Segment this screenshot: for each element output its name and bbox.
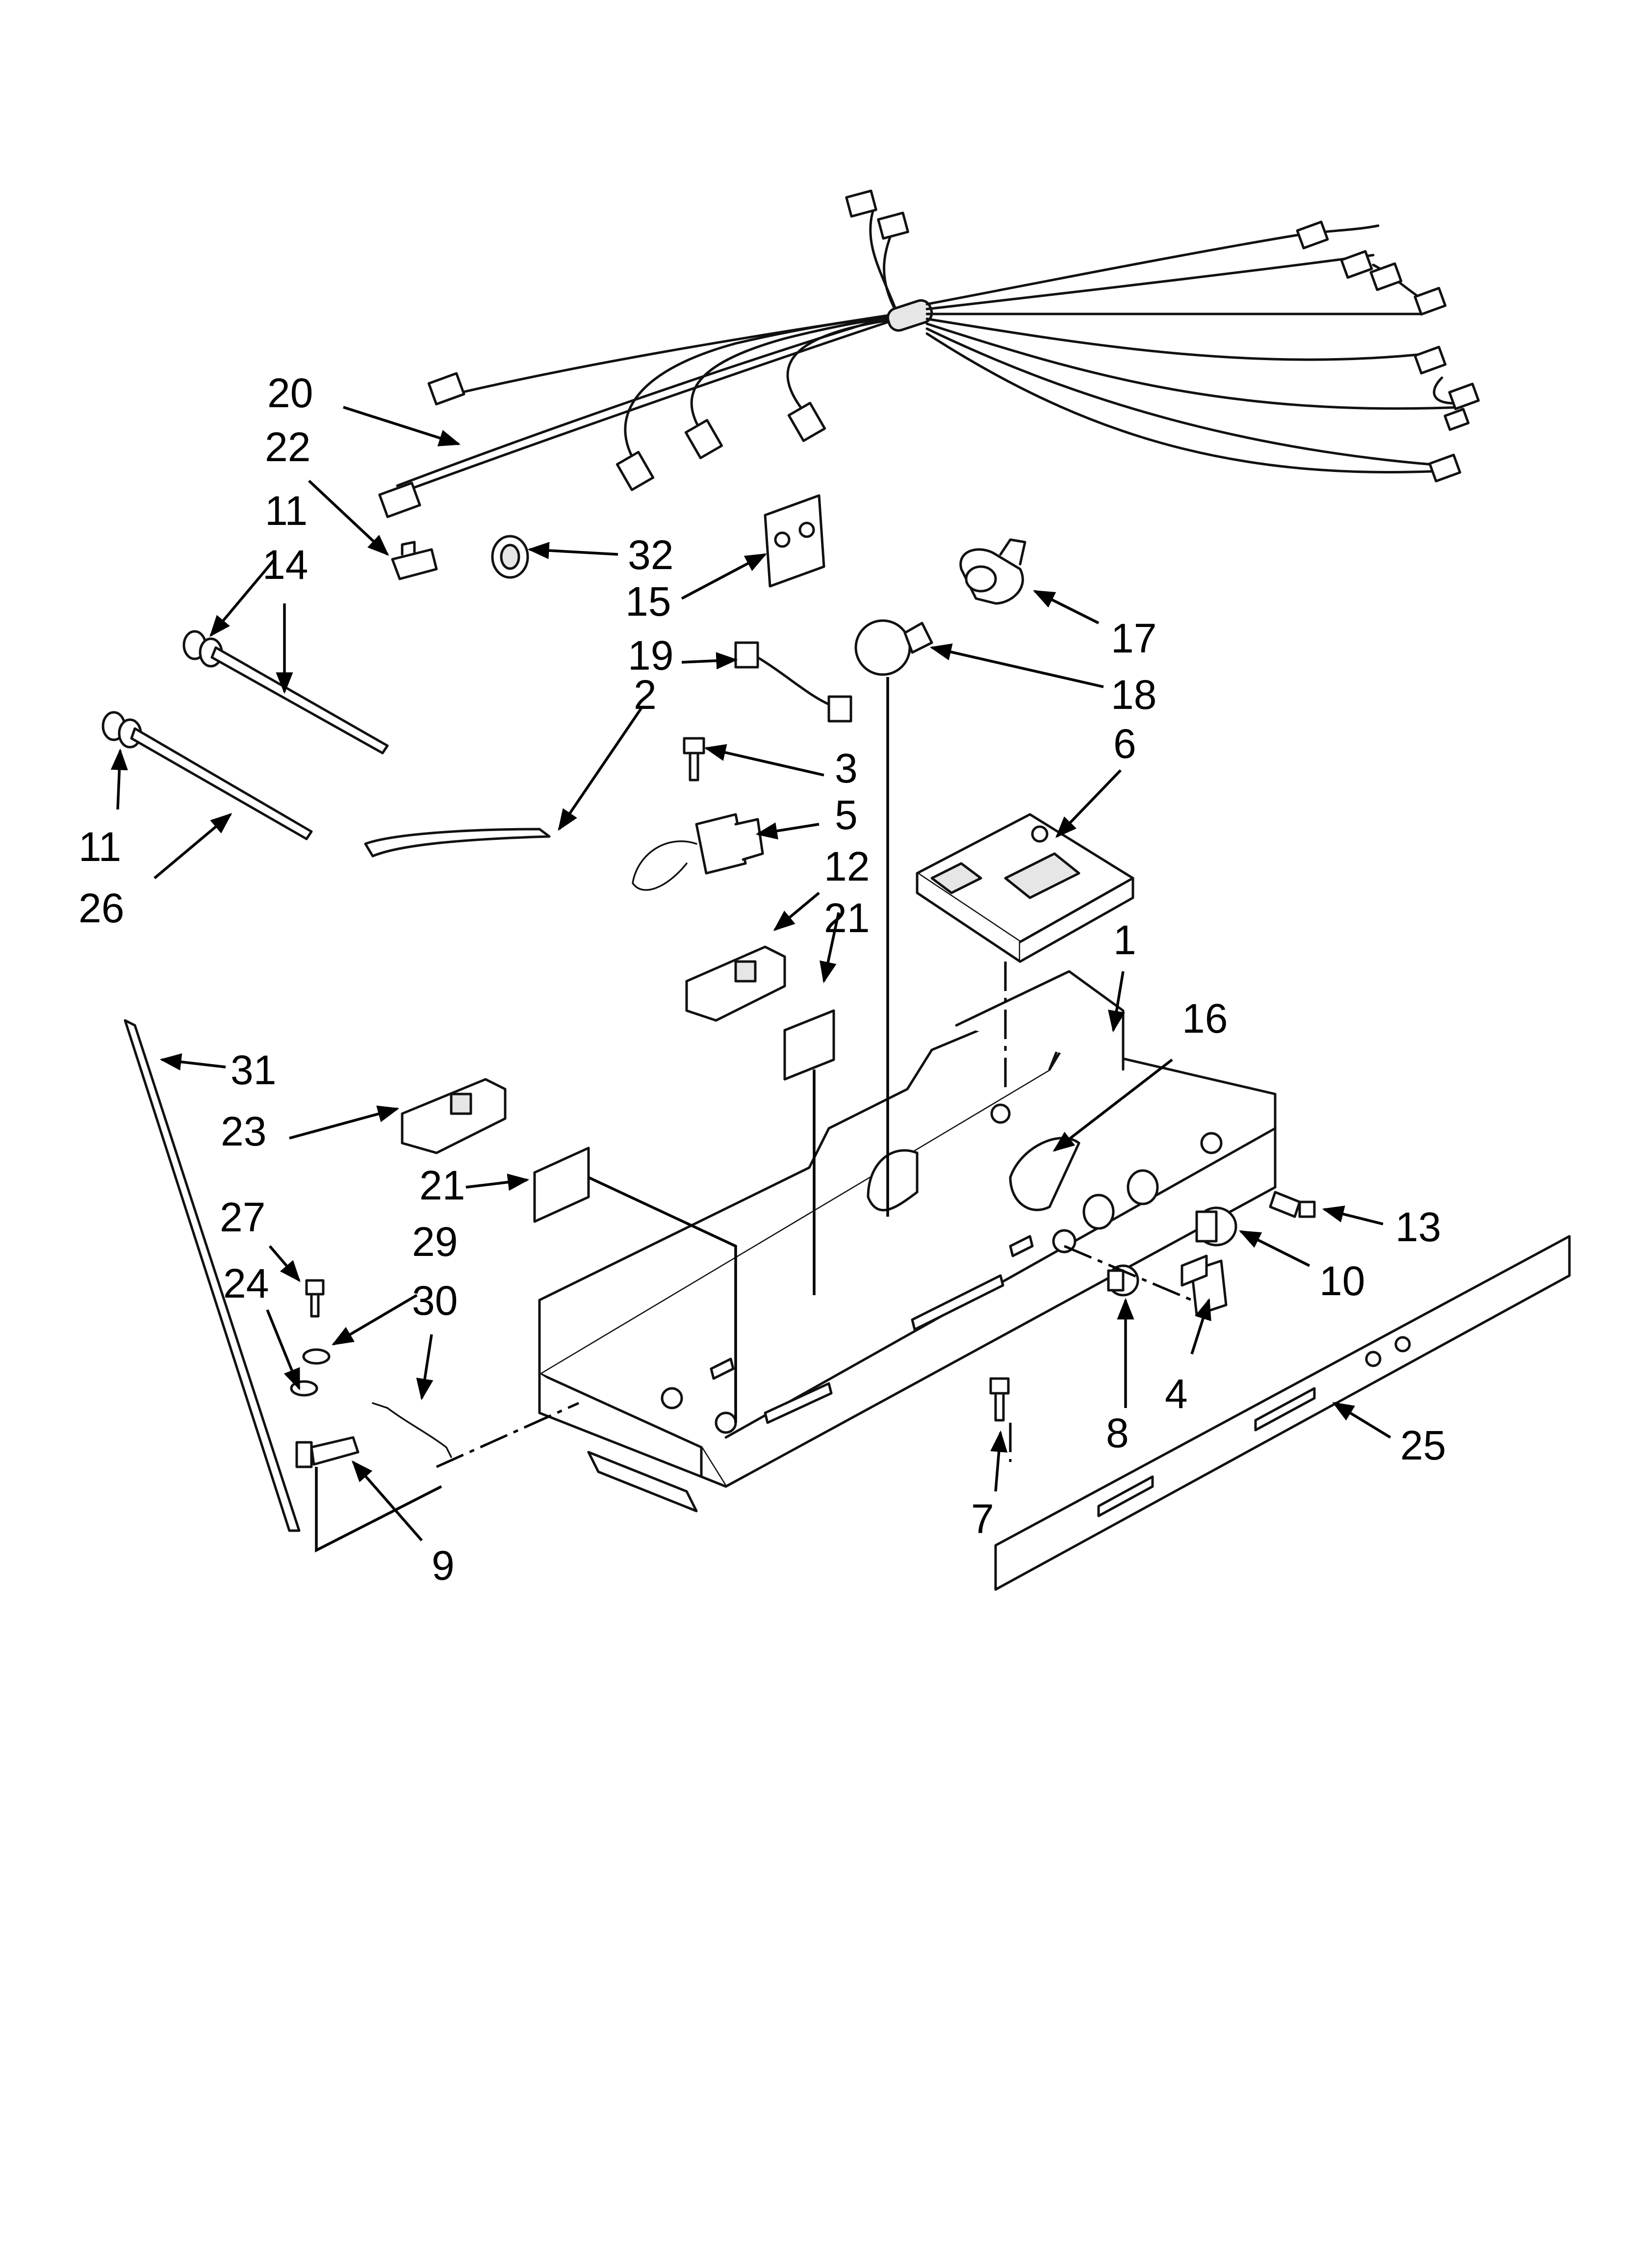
light-bulb: [854, 619, 933, 676]
cover-pad: [764, 494, 825, 588]
callout-6: 6: [1113, 721, 1136, 767]
screw-3: [683, 737, 705, 782]
callout-23: 23: [221, 1108, 266, 1154]
callout-11-upper: 11: [265, 488, 308, 534]
switch-5: [632, 813, 764, 891]
grommet-and-tube-14: [182, 630, 389, 755]
callout-1: 1: [1113, 917, 1136, 963]
callout-18: 18: [1111, 672, 1156, 718]
wire-harness: [378, 189, 1480, 519]
bracket-23: [401, 1078, 507, 1154]
callout-30: 30: [412, 1277, 458, 1324]
callout-3: 3: [835, 745, 858, 791]
callout-11-lower: 11: [78, 824, 121, 870]
knob-10: [1195, 1206, 1237, 1247]
callout-19: 19: [628, 632, 673, 678]
screw-27: [305, 1279, 325, 1318]
washer-29: [302, 1348, 331, 1365]
control-board: [916, 813, 1134, 963]
grommet-and-tube-26: [102, 711, 313, 840]
callout-7: 7: [971, 1496, 994, 1542]
callout-2: 2: [634, 672, 657, 718]
washer-24: [290, 1380, 318, 1397]
callout-29: 29: [412, 1219, 458, 1265]
callout-24: 24: [223, 1260, 269, 1306]
grommet: [491, 535, 529, 579]
callout-32: 32: [628, 532, 673, 578]
callout-22: 22: [265, 424, 310, 470]
callout-13: 13: [1395, 1204, 1441, 1250]
callout-9: 9: [432, 1542, 455, 1589]
light-socket: [959, 538, 1026, 605]
control-knob-4: [1180, 1254, 1228, 1316]
screw-13: [1269, 1191, 1316, 1218]
trim-strip: [124, 1019, 301, 1532]
callout-21-lower: 21: [419, 1162, 465, 1208]
wire-jumper: [734, 641, 852, 723]
callout-8: 8: [1106, 1410, 1129, 1456]
front-panel: [994, 1235, 1571, 1591]
spring-30: [372, 1402, 452, 1458]
callout-12: 12: [824, 843, 870, 889]
drain-tube: [364, 828, 551, 858]
callout-14: 14: [262, 542, 308, 588]
assembly-lines: [315, 677, 1192, 1553]
screw-7: [989, 1377, 1010, 1422]
callout-31: 31: [231, 1047, 276, 1093]
callout-21-upper: 21: [824, 895, 870, 941]
bracket-12: [685, 945, 786, 1022]
callout-leaders: [110, 406, 1391, 1541]
callout-20: 20: [267, 370, 313, 416]
harness-clip: [391, 541, 438, 580]
callout-10: 10: [1319, 1258, 1365, 1304]
callout-16: 16: [1182, 995, 1228, 1042]
callout-17: 17: [1111, 615, 1156, 661]
callout-27: 27: [220, 1194, 265, 1240]
callout-15: 15: [625, 578, 671, 625]
hinge-9: [295, 1436, 359, 1468]
label-21-lower: [533, 1147, 590, 1223]
callout-25: 25: [1400, 1422, 1446, 1468]
control-housing: [538, 970, 1277, 1512]
label-21-upper: [783, 1009, 835, 1081]
callout-5: 5: [835, 792, 858, 838]
callout-26: 26: [78, 885, 124, 931]
callout-4: 4: [1165, 1371, 1188, 1417]
callout-labels: 1 2 3 4 5 6 7 8 9 10 11 11 12 13 14 15 1…: [78, 370, 1446, 1589]
